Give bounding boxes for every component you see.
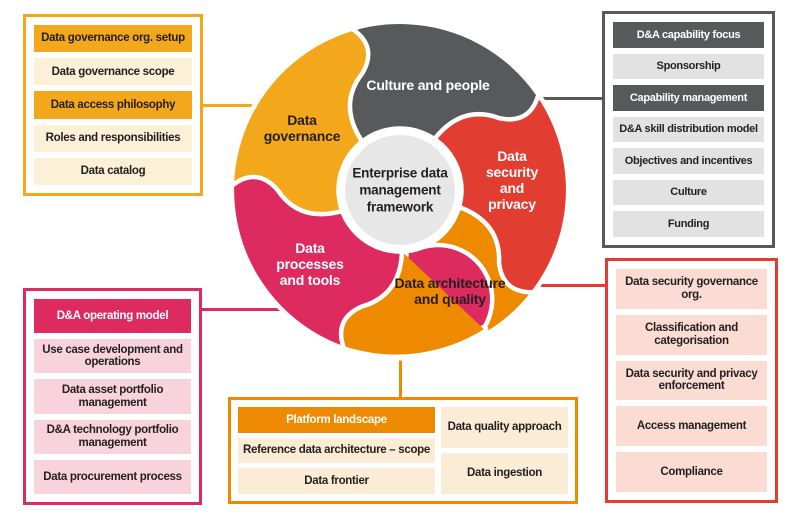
list-item: Sponsorship <box>613 53 764 80</box>
connector-security-box <box>536 284 607 287</box>
list-item: Data governance scope <box>34 58 192 86</box>
panel-data-governance: Data governance org. setup Data governan… <box>23 14 203 196</box>
panel-culture-and-people: D&A capability focus Sponsorship Capabil… <box>602 11 775 248</box>
petal-label-data-architecture-quality: Data architecture and quality <box>394 275 506 307</box>
panel-data-architecture-quality: Platform landscape Reference data archit… <box>228 397 578 504</box>
list-item: Data frontier <box>238 468 435 495</box>
petal-label-culture-and-people: Culture and people <box>366 77 490 93</box>
list-item: Data quality approach <box>441 407 568 448</box>
list-item: D&A technology portfolio management <box>34 419 191 454</box>
list-item: Compliance <box>616 452 767 492</box>
list-item: Data catalog <box>34 157 192 186</box>
list-item: Access management <box>616 406 767 447</box>
petal-label-data-processes-tools: Data processes and tools <box>276 240 344 288</box>
list-item: Data governance org. setup <box>34 25 192 53</box>
list-item: Data ingestion <box>441 453 568 494</box>
list-item: D&A operating model <box>34 299 191 334</box>
petal-label-data-security-privacy: Data security and privacy <box>485 148 539 212</box>
panel-data-security-privacy: Data security governance org. Classifica… <box>605 258 778 503</box>
connector-culture-box <box>536 97 604 100</box>
list-item: D&A capability focus <box>613 22 764 48</box>
list-item: Data access philosophy <box>34 91 192 119</box>
connector-governance-box <box>200 104 262 107</box>
petal-label-data-governance: Data governance <box>263 112 341 144</box>
list-item: Platform landscape <box>238 407 435 433</box>
list-item: Roles and responsibilities <box>34 124 192 152</box>
panel-column-right: Data quality approach Data ingestion <box>441 407 568 494</box>
panel-column-left: Platform landscape Reference data archit… <box>238 407 435 495</box>
list-item: Objectives and incentives <box>613 148 764 174</box>
center-hub-title: Enterprise data management framework <box>352 165 448 215</box>
list-item: Use case development and operations <box>34 339 191 374</box>
connector-processes-box <box>199 308 287 311</box>
list-item: Classification and categorisation <box>616 314 767 355</box>
framework-pinwheel <box>215 5 585 375</box>
list-item: Capability management <box>613 85 764 111</box>
center-hub-circle <box>337 127 463 253</box>
list-item: Data procurement process <box>34 459 191 495</box>
panel-data-processes-tools: D&A operating model Use case development… <box>23 288 202 505</box>
list-item: Data security governance org. <box>616 269 767 309</box>
connector-architecture-box <box>399 350 402 398</box>
list-item: Funding <box>613 211 764 238</box>
list-item: D&A skill distribution model <box>613 116 764 143</box>
list-item: Reference data architecture – scope <box>238 437 435 464</box>
list-item: Culture <box>613 179 764 206</box>
list-item: Data asset portfolio management <box>34 379 191 414</box>
list-item: Data security and privacy enforcement <box>616 360 767 401</box>
